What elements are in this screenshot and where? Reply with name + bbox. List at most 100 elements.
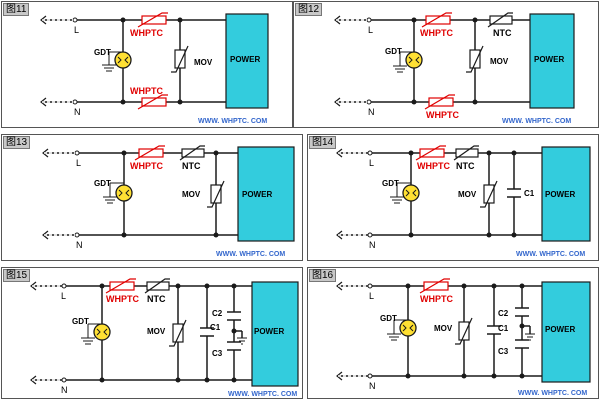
- gdt-symbol: [387, 319, 417, 341]
- mov-label: MOV: [194, 58, 213, 67]
- ptc-bottom: [137, 94, 168, 110]
- line-label: L: [369, 158, 374, 168]
- ntc-label: NTC: [456, 161, 475, 171]
- gdt-symbol: [393, 51, 423, 73]
- figure-label: 图16: [309, 269, 337, 282]
- ntc-symbol: [179, 145, 205, 161]
- gdt-label: GDT: [94, 179, 111, 188]
- line-label: L: [74, 25, 79, 35]
- ptc-bottom: [424, 94, 455, 110]
- c1-label: C1: [210, 323, 221, 332]
- terminal-l: [30, 281, 67, 291]
- terminal-n: [336, 371, 373, 381]
- ptc-top: [105, 278, 136, 294]
- neutral-label: N: [76, 240, 83, 250]
- ptc-top: [421, 12, 452, 28]
- capacitor-c3: [227, 341, 241, 351]
- ptc-top: [137, 12, 168, 28]
- c2-label: C2: [212, 309, 223, 318]
- circuit-diagram: L N WHPTC NTC GDT: [30, 278, 299, 398]
- gdt-symbol: [81, 323, 111, 345]
- ptc-top: [415, 145, 446, 161]
- ntc-label: NTC: [182, 161, 201, 171]
- figure-15-panel: 图15 L: [1, 267, 303, 399]
- power-label: POWER: [230, 55, 260, 64]
- mov-symbol: [466, 45, 484, 73]
- terminal-l: [42, 148, 80, 158]
- neutral-label: N: [369, 240, 376, 250]
- c1-label: C1: [498, 324, 509, 333]
- website-label: WWW. WHPTC. COM: [228, 391, 297, 398]
- figure-13-panel: 图13 L N WHPTC: [1, 134, 303, 261]
- ptc-top: [134, 145, 165, 161]
- gdt-label: GDT: [385, 47, 402, 56]
- figure-label: 图14: [309, 136, 337, 149]
- capacitor-c1: [200, 327, 214, 337]
- line-label: L: [61, 291, 66, 301]
- figure-label: 图11: [3, 3, 30, 16]
- mov-label: MOV: [434, 324, 453, 333]
- whptc-label: WHPTC: [417, 161, 450, 171]
- figure-11-panel: 图11 L N WHPTC: [1, 1, 293, 128]
- capacitor-c1: [487, 325, 501, 335]
- capacitor-c1: [507, 188, 521, 198]
- circuit-diagram: L N WHPTC WHPTC GDT: [40, 12, 269, 125]
- gdt-symbol: [390, 182, 420, 204]
- capacitor-c2: [515, 307, 529, 317]
- power-label: POWER: [545, 190, 575, 199]
- whptc-label: WHPTC: [130, 161, 163, 171]
- power-block: [529, 13, 575, 109]
- terminal-n: [30, 375, 67, 385]
- mov-symbol: [480, 180, 498, 208]
- circuit-diagram: L N WHPTC NTC GDT: [336, 145, 591, 258]
- website-label: WWW. WHPTC. COM: [518, 390, 587, 397]
- figure-12-panel: 图12 L N WHPTC: [293, 1, 599, 128]
- neutral-label: N: [61, 385, 68, 395]
- ntc-label: NTC: [147, 294, 166, 304]
- power-block: [225, 13, 269, 109]
- power-block: [541, 146, 591, 242]
- terminal-n: [334, 97, 372, 107]
- mov-label: MOV: [182, 190, 201, 199]
- mov-symbol: [455, 317, 473, 345]
- figure-label: 图13: [3, 136, 31, 149]
- whptc-label: WHPTC: [106, 294, 139, 304]
- terminal-l: [334, 15, 372, 25]
- whptc-label: WHPTC: [420, 28, 453, 38]
- line-label: L: [76, 158, 81, 168]
- mov-label: MOV: [458, 190, 477, 199]
- terminal-l: [40, 15, 78, 25]
- power-label: POWER: [534, 55, 564, 64]
- terminal-l: [336, 281, 373, 291]
- ntc-symbol: [487, 12, 513, 28]
- line-label: L: [368, 25, 373, 35]
- mov-symbol: [171, 45, 189, 73]
- power-label: POWER: [242, 190, 272, 199]
- gdt-label: GDT: [380, 314, 397, 323]
- power-block: [237, 146, 295, 242]
- ptc-top: [419, 278, 450, 294]
- terminal-n: [42, 230, 80, 240]
- figure-label: 图15: [3, 269, 31, 282]
- line-label: L: [369, 291, 374, 301]
- website-label: WWW. WHPTC. COM: [216, 251, 285, 258]
- c3-label: C3: [498, 347, 509, 356]
- power-label: POWER: [545, 325, 575, 334]
- website-label: WWW. WHPTC. COM: [502, 118, 571, 125]
- capacitor-c3: [515, 339, 529, 349]
- power-block: [251, 281, 299, 387]
- whptc-label: WHPTC: [130, 86, 163, 96]
- ntc-symbol: [144, 278, 170, 294]
- ntc-label: NTC: [493, 28, 512, 38]
- power-block: [541, 281, 591, 383]
- mov-symbol: [169, 319, 187, 347]
- c2-label: C2: [498, 309, 509, 318]
- gdt-symbol: [103, 182, 133, 204]
- terminal-l: [336, 148, 373, 158]
- mov-symbol: [207, 180, 225, 208]
- figure-16-panel: 图16 L: [307, 267, 599, 399]
- figure-14-panel: 图14 L N WHPTC: [307, 134, 599, 261]
- figure-label: 图12: [295, 3, 323, 16]
- neutral-label: N: [74, 107, 81, 117]
- website-label: WWW. WHPTC. COM: [516, 251, 585, 258]
